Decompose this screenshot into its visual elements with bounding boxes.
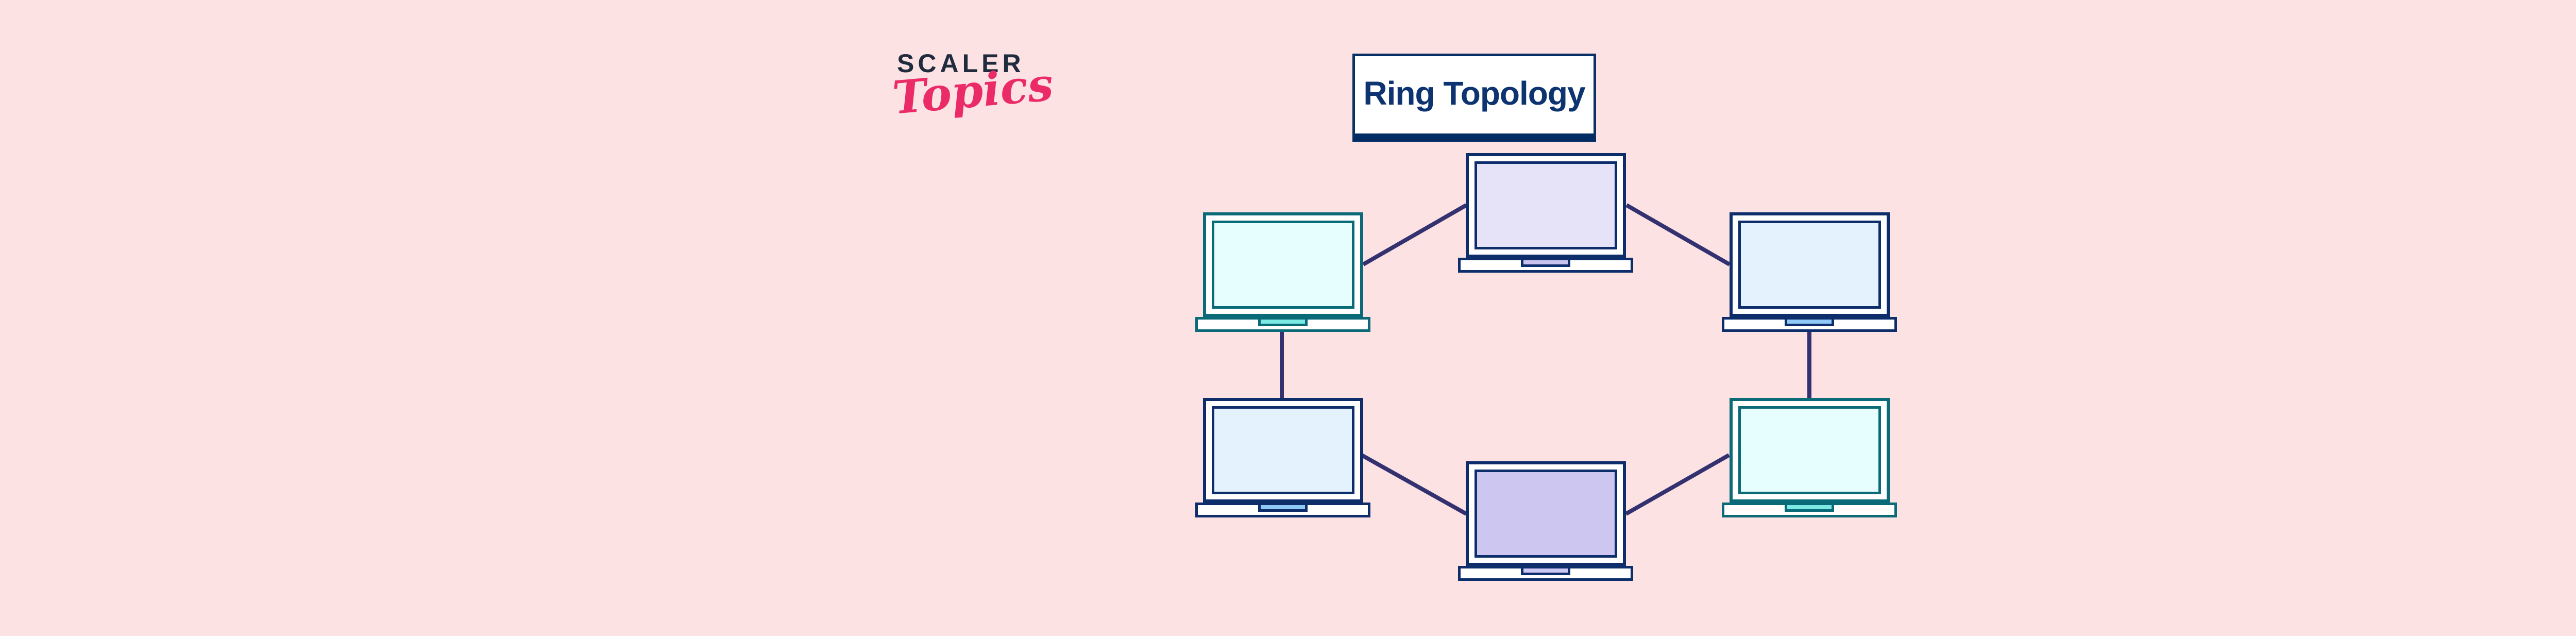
laptop-lid (1729, 398, 1890, 503)
laptop-lid (1465, 461, 1626, 566)
laptop-base (1195, 317, 1370, 332)
laptop-screen (1738, 221, 1881, 309)
laptop-top-center (1458, 153, 1633, 273)
laptop-top-right (1722, 212, 1897, 332)
laptop-base (1195, 503, 1370, 517)
laptop-lid (1202, 398, 1363, 503)
connection-line-laptop-top-left-to-laptop-top-center (1362, 203, 1467, 266)
laptop-trackpad (1258, 317, 1308, 326)
laptop-trackpad (1258, 503, 1308, 512)
laptop-lid (1202, 212, 1363, 317)
laptop-base (1722, 317, 1897, 332)
connection-line-laptop-bottom-center-to-laptop-bottom-right (1625, 453, 1730, 516)
laptop-screen (1211, 406, 1354, 494)
laptop-lid (1729, 212, 1890, 317)
laptop-trackpad (1785, 317, 1834, 326)
logo-text-scaler: SCALER (897, 49, 1025, 78)
laptop-lid (1465, 153, 1626, 258)
laptop-screen (1474, 470, 1617, 558)
laptop-bottom-right (1722, 398, 1897, 517)
laptop-base (1458, 258, 1633, 273)
laptop-trackpad (1521, 566, 1570, 575)
scaler-topics-logo: SCALER Topics (890, 49, 1055, 125)
connection-line-laptop-bottom-left-to-laptop-bottom-center (1361, 453, 1467, 516)
laptop-bottom-center (1458, 461, 1633, 581)
laptop-trackpad (1521, 258, 1570, 267)
laptop-base (1722, 503, 1897, 517)
laptop-screen (1474, 161, 1617, 249)
laptop-screen (1738, 406, 1881, 494)
connection-line-laptop-top-center-to-laptop-top-right (1625, 203, 1731, 266)
laptop-screen (1211, 221, 1354, 309)
laptop-top-left (1195, 212, 1370, 332)
diagram-title-box: Ring Topology (1352, 54, 1596, 142)
laptop-bottom-left (1195, 398, 1370, 517)
diagram-title: Ring Topology (1363, 75, 1585, 112)
laptop-base (1458, 566, 1633, 581)
laptop-trackpad (1785, 503, 1834, 512)
